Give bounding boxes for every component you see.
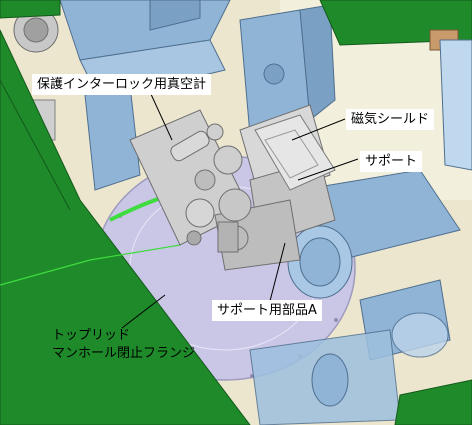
callout-magnetic-shield: 磁気シールド bbox=[346, 109, 435, 130]
callout-top-lid: トップリッド マンホール閉止フランジ bbox=[48, 326, 199, 364]
green-beam-bottom bbox=[394, 379, 472, 425]
green-cable-line bbox=[0, 244, 181, 286]
callout-leader-lines bbox=[121, 91, 359, 329]
leader-support bbox=[297, 158, 359, 181]
leader-support-part-a bbox=[269, 242, 286, 302]
callout-support: サポート bbox=[360, 151, 423, 172]
callout-support-part-a: サポート用部品A bbox=[212, 300, 322, 321]
green-frame-left bbox=[0, 29, 251, 425]
green-beam-corner bbox=[0, 0, 61, 19]
callout-top-lid-line1: トップリッド bbox=[52, 328, 131, 343]
right-blue-cylinders bbox=[249, 39, 472, 425]
upper-steel-frame bbox=[13, 0, 336, 191]
callout-vacuum-gauge: 保護インターロック用真空計 bbox=[32, 74, 212, 95]
callout-top-lid-line2: マンホール閉止フランジ bbox=[52, 346, 196, 361]
leader-vacuum-gauge bbox=[149, 91, 173, 141]
leader-magnetic-shield bbox=[291, 118, 346, 141]
valve-cluster bbox=[170, 123, 252, 253]
leader-top-lid bbox=[121, 294, 166, 329]
magnetic-shield-box bbox=[254, 114, 336, 191]
